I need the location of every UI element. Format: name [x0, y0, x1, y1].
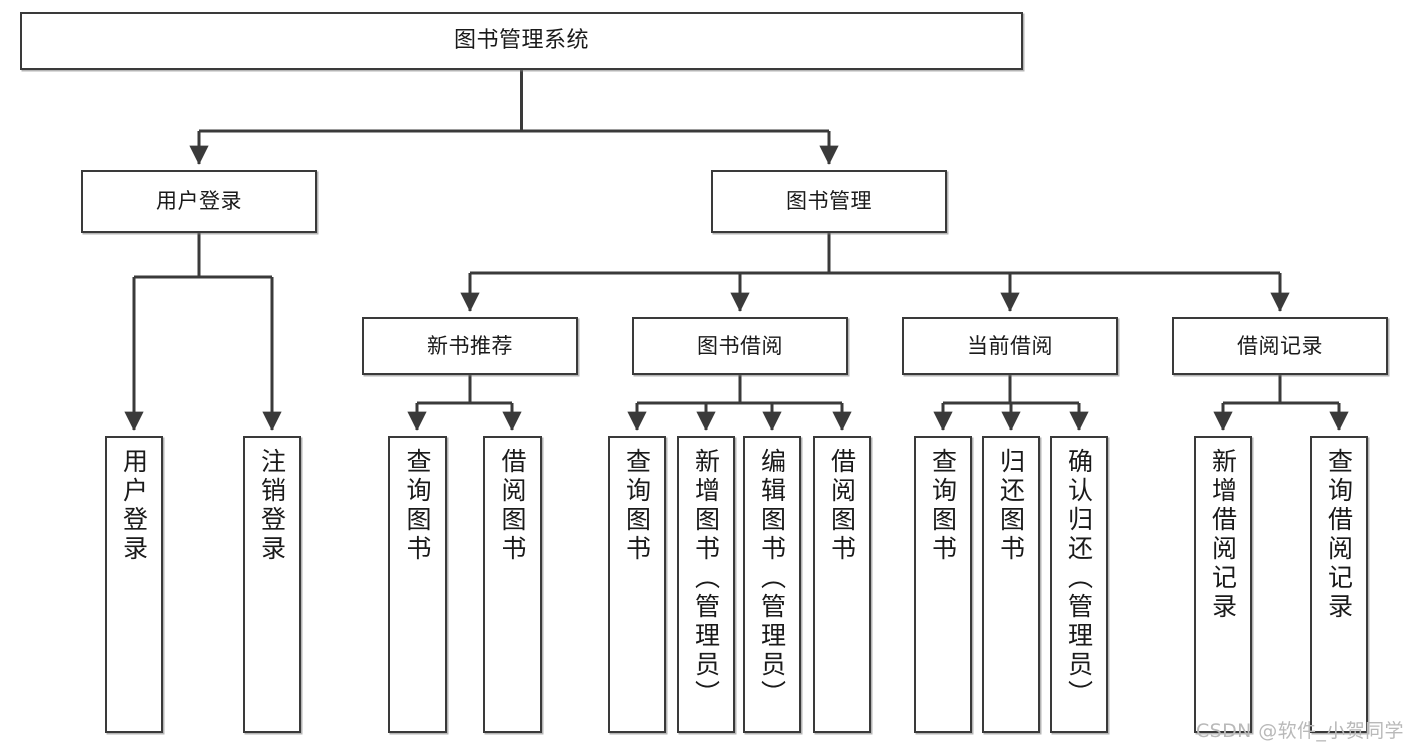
node-label: 编辑图书（管理员）: [757, 448, 787, 709]
node-label: 新增图书（管理员）: [691, 448, 721, 709]
node-label: 用户登录: [119, 448, 149, 564]
node-label: 查询图书: [403, 448, 432, 564]
node-leaf-query-book-current[interactable]: 查询图书: [914, 436, 972, 733]
node-label: 图书管理: [786, 189, 872, 214]
node-leaf-confirm-return-admin[interactable]: 确认归还（管理员）: [1050, 436, 1108, 733]
node-label: 查询借阅记录: [1324, 448, 1354, 622]
node-label: 查询图书: [622, 448, 652, 564]
node-label: 确认归还（管理员）: [1064, 448, 1094, 709]
node-user-login[interactable]: 用户登录: [81, 170, 317, 233]
node-leaf-return-book[interactable]: 归还图书: [982, 436, 1040, 733]
node-label: 当前借阅: [967, 333, 1053, 358]
node-book-borrow[interactable]: 图书借阅: [632, 317, 848, 375]
node-leaf-add-borrow-record[interactable]: 新增借阅记录: [1194, 436, 1252, 733]
node-label: 注销登录: [257, 448, 287, 564]
node-label: 借阅图书: [498, 448, 527, 564]
node-leaf-borrow-book[interactable]: 借阅图书: [813, 436, 871, 733]
node-label: 借阅图书: [827, 448, 857, 564]
node-borrow-record[interactable]: 借阅记录: [1172, 317, 1388, 375]
node-leaf-edit-book-admin[interactable]: 编辑图书（管理员）: [743, 436, 801, 733]
node-book-management[interactable]: 图书管理: [711, 170, 947, 233]
node-label: 用户登录: [156, 189, 242, 214]
node-label: 图书借阅: [697, 333, 783, 358]
node-new-book-recommend[interactable]: 新书推荐: [362, 317, 578, 375]
node-label: 新书推荐: [427, 333, 513, 358]
node-current-borrow[interactable]: 当前借阅: [902, 317, 1118, 375]
node-leaf-user-login[interactable]: 用户登录: [105, 436, 163, 733]
node-leaf-borrow-book-rec[interactable]: 借阅图书: [483, 436, 542, 733]
node-label: 查询图书: [928, 448, 958, 564]
node-leaf-logout[interactable]: 注销登录: [243, 436, 301, 733]
node-label: 新增借阅记录: [1208, 448, 1238, 622]
node-label: 图书管理系统: [453, 28, 589, 54]
node-leaf-query-borrow-record[interactable]: 查询借阅记录: [1310, 436, 1368, 733]
node-leaf-query-book-rec[interactable]: 查询图书: [388, 436, 447, 733]
node-label: 借阅记录: [1237, 333, 1323, 358]
node-leaf-add-book-admin[interactable]: 新增图书（管理员）: [677, 436, 735, 733]
node-leaf-query-book[interactable]: 查询图书: [608, 436, 666, 733]
node-label: 归还图书: [996, 448, 1026, 564]
node-root-system[interactable]: 图书管理系统: [20, 12, 1023, 70]
